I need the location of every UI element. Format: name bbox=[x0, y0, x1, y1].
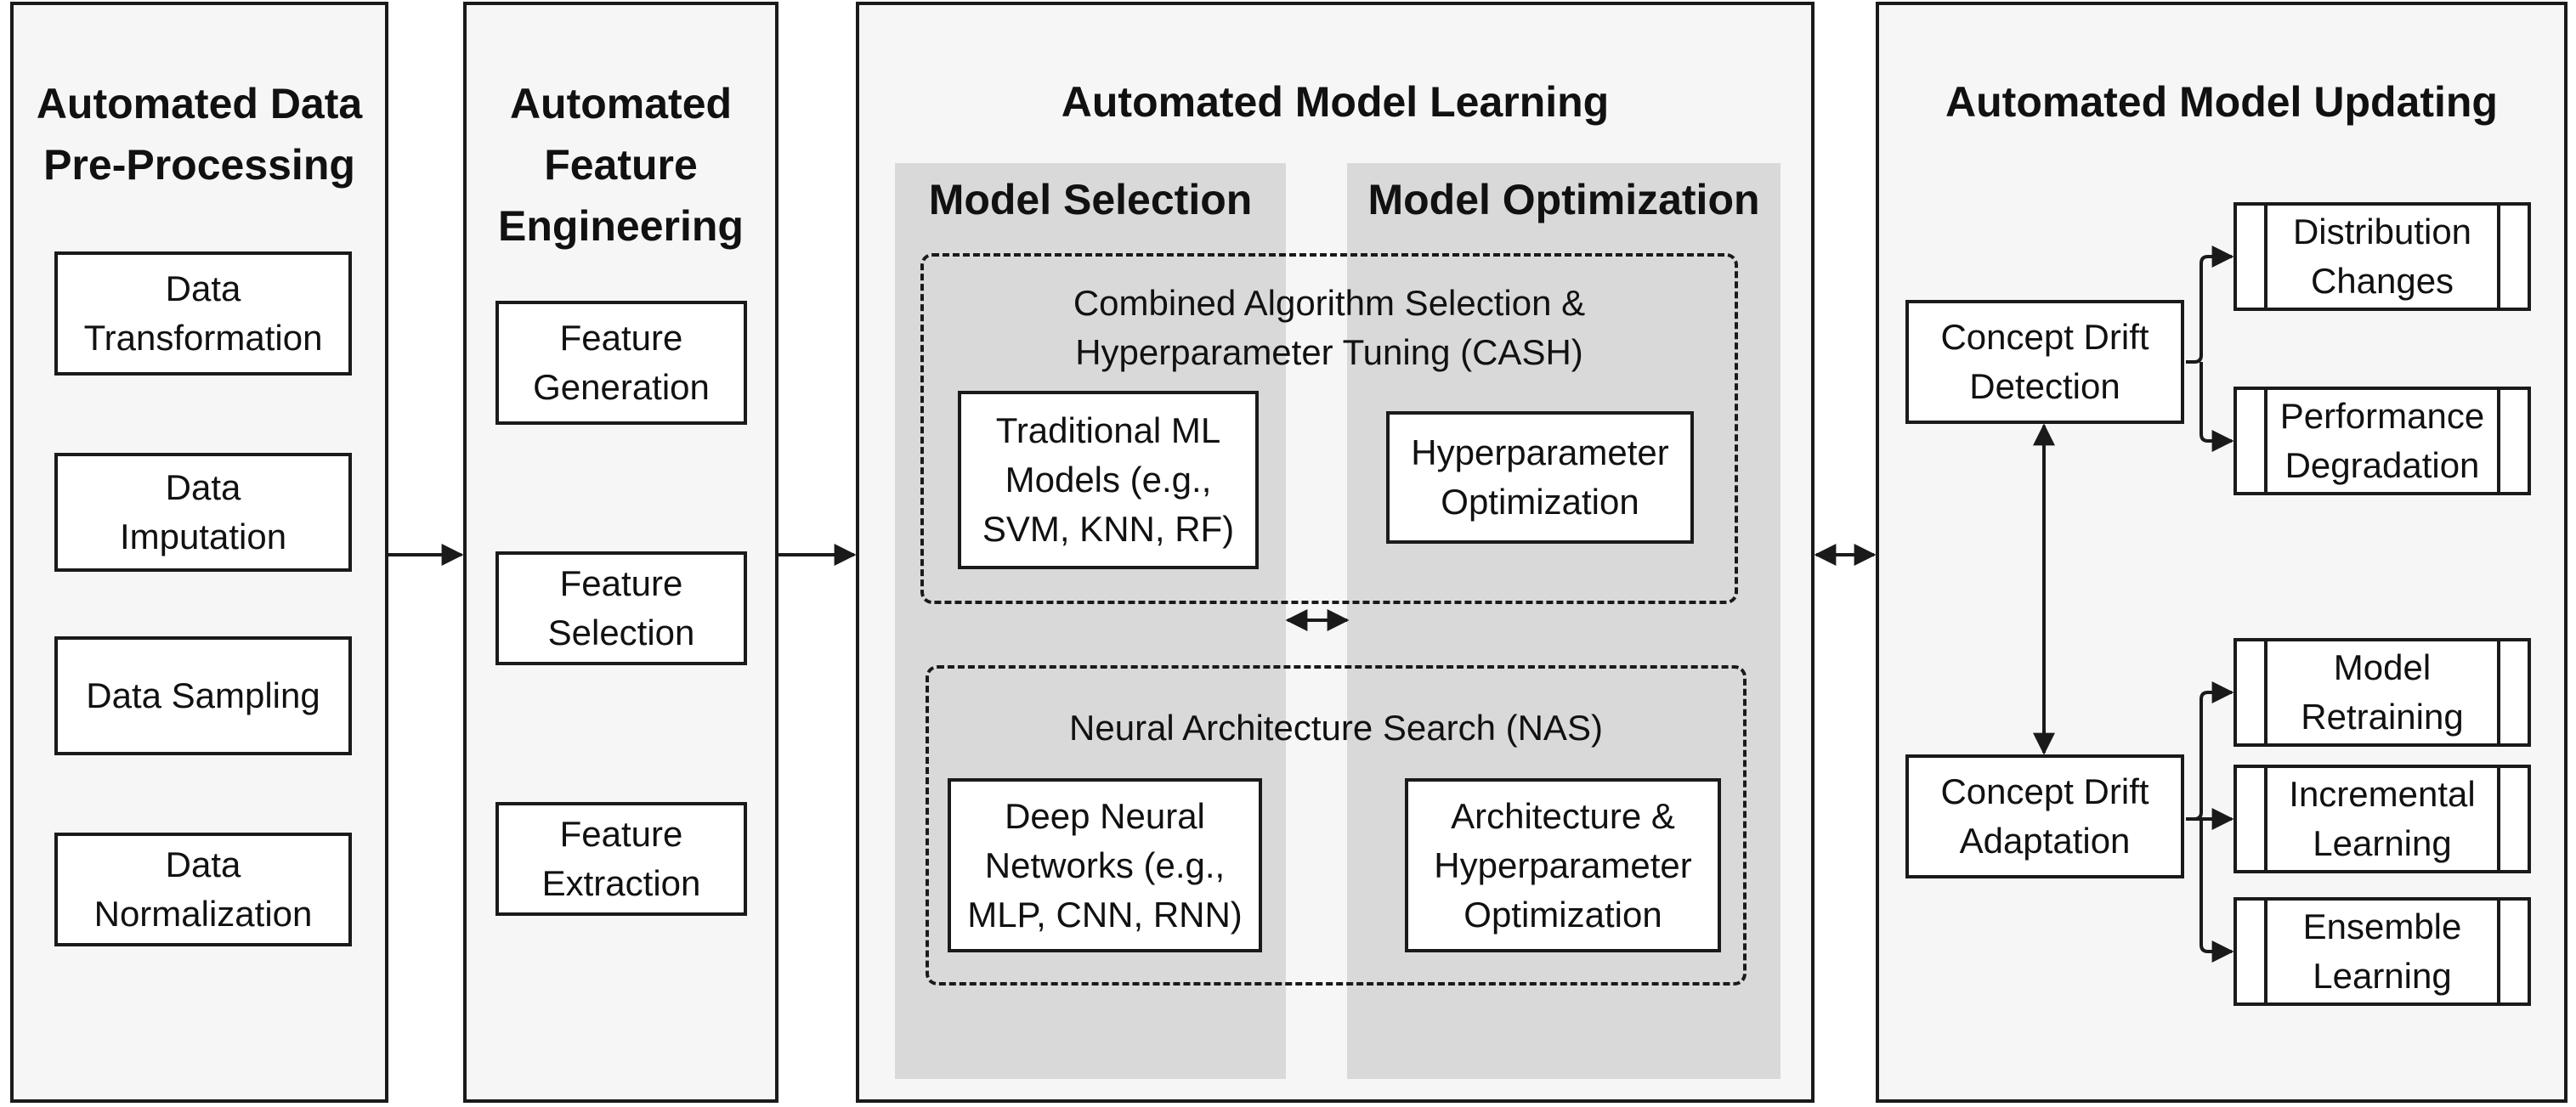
model-optimization-title: Model Optimization bbox=[1367, 176, 1760, 223]
cash-group-label: Combined Algorithm Selection & Hyperpara… bbox=[1073, 283, 1586, 372]
nas-group bbox=[926, 665, 1747, 986]
node-traditional-ml-models: Traditional ML Models (e.g., SVM, KNN, R… bbox=[958, 391, 1259, 569]
node-hyperparameter-optimization: Hyperparameter Optimization bbox=[1386, 411, 1694, 544]
panel-title-model-learning: Automated Model Learning bbox=[1061, 78, 1610, 126]
node-concept-drift-adaptation: Concept Drift Adaptation bbox=[1905, 754, 2184, 878]
node-concept-drift-detection: Concept Drift Detection bbox=[1905, 300, 2184, 424]
connector-adaptation-branch-upper bbox=[2186, 681, 2234, 821]
node-deep-neural-networks: Deep Neural Networks (e.g., MLP, CNN, RN… bbox=[948, 778, 1262, 952]
node-feature-extraction: Feature Extraction bbox=[495, 802, 747, 916]
node-model-retraining: Model Retraining bbox=[2233, 638, 2531, 747]
model-selection-title: Model Selection bbox=[928, 176, 1253, 223]
node-performance-degradation-label: Performance Degradation bbox=[2279, 396, 2485, 485]
node-distribution-changes: Distribution Changes bbox=[2233, 202, 2531, 311]
node-ensemble-learning: Ensemble Learning bbox=[2233, 897, 2531, 1006]
node-data-imputation: Data Imputation bbox=[54, 453, 352, 572]
node-distribution-changes-label: Distribution Changes bbox=[2292, 212, 2472, 301]
node-incremental-learning: Incremental Learning bbox=[2233, 765, 2531, 873]
connector-detection-branch bbox=[2186, 246, 2234, 364]
connector-adaptation-branch-lower bbox=[2200, 819, 2234, 963]
connector-detection-branch-lower bbox=[2200, 362, 2234, 452]
node-ensemble-learning-label: Ensemble Learning bbox=[2302, 906, 2462, 996]
node-data-sampling: Data Sampling bbox=[54, 636, 352, 755]
panel-title-data-preprocessing: Automated Data Pre-Processing bbox=[36, 80, 363, 189]
panel-title-model-updating: Automated Model Updating bbox=[1945, 78, 2498, 126]
node-feature-generation: Feature Generation bbox=[495, 301, 747, 425]
node-data-transformation: Data Transformation bbox=[54, 251, 352, 376]
node-performance-degradation: Performance Degradation bbox=[2233, 387, 2531, 495]
node-feature-selection: Feature Selection bbox=[495, 551, 747, 665]
node-model-retraining-label: Model Retraining bbox=[2301, 647, 2464, 737]
cash-group bbox=[920, 253, 1738, 604]
node-architecture-hyperparameter-optimization: Architecture & Hyperparameter Optimizati… bbox=[1405, 778, 1721, 952]
panel-title-feature-engineering: Automated Feature Engineering bbox=[498, 80, 744, 250]
node-incremental-learning-label: Incremental Learning bbox=[2289, 774, 2476, 863]
nas-group-label: Neural Architecture Search (NAS) bbox=[1069, 708, 1603, 748]
node-data-normalization: Data Normalization bbox=[54, 833, 352, 946]
